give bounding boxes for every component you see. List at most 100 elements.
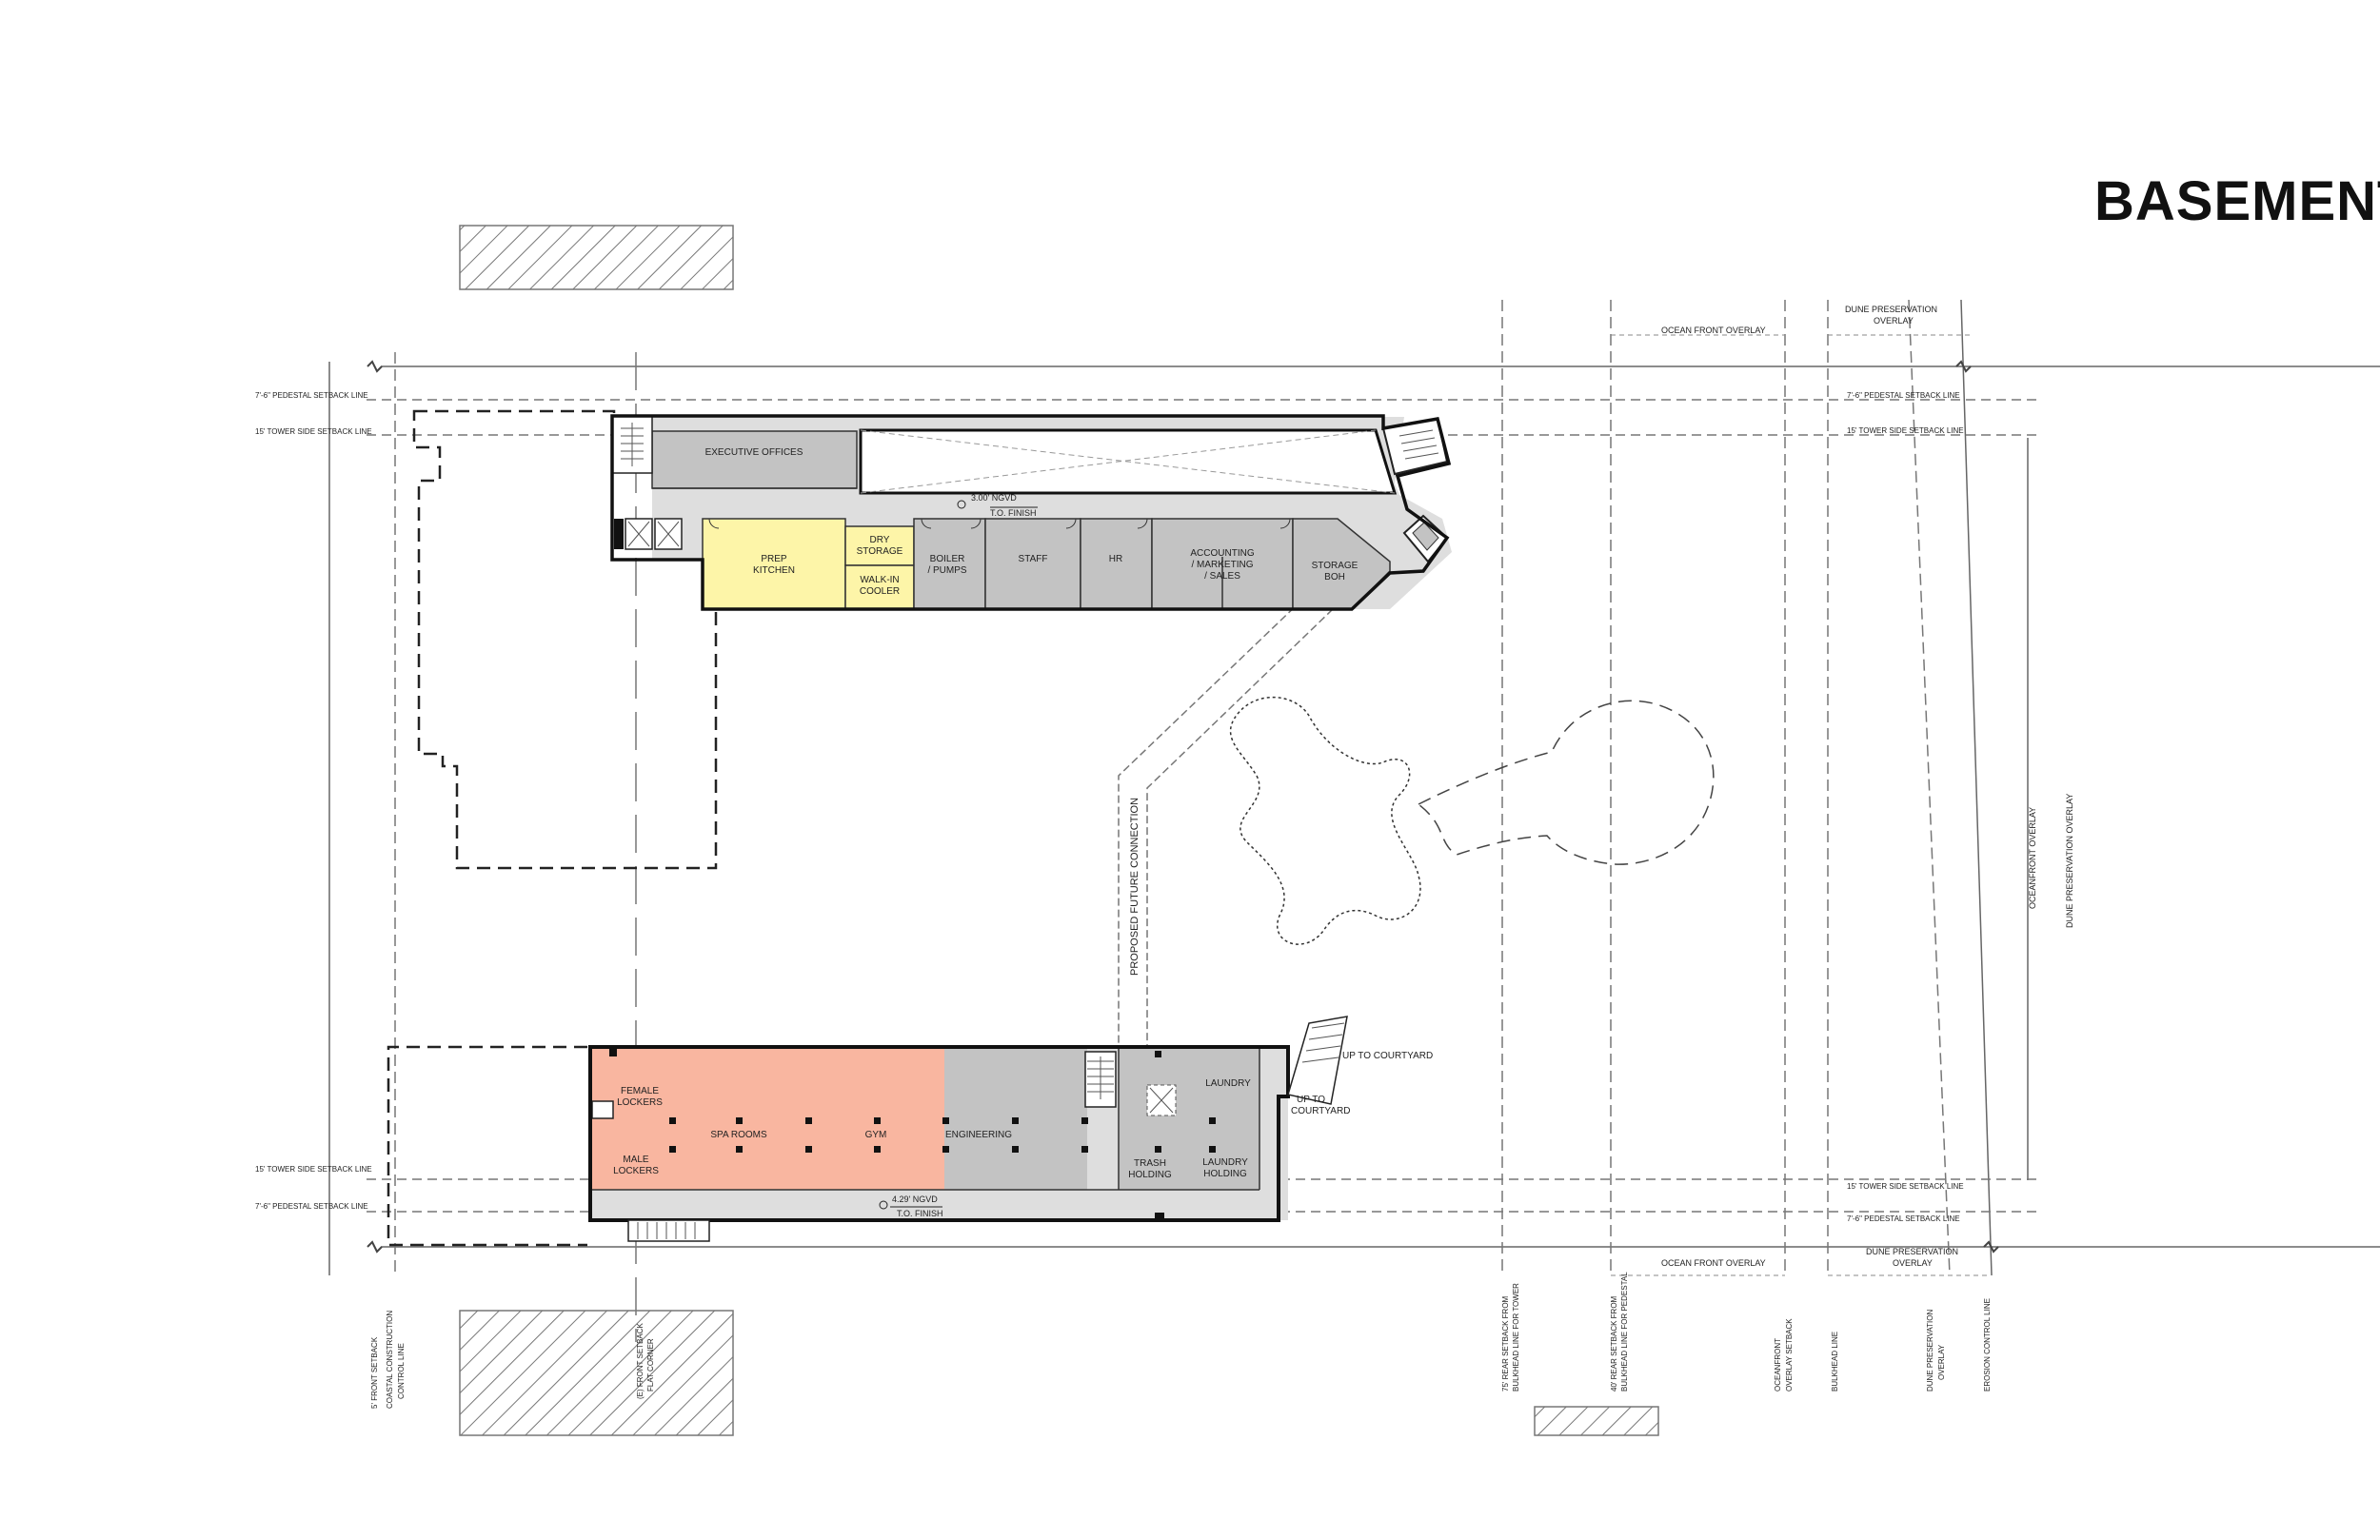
south-nw-column — [609, 1049, 617, 1056]
door-swing — [921, 518, 932, 529]
break-symbol-sw — [367, 1240, 383, 1254]
label-male-lockers-2: LOCKERS — [613, 1166, 659, 1176]
property-lines — [328, 299, 2380, 1276]
south-building: 4.29' NGVD T.O. FINISH FEMALE LOCKERS MA… — [588, 1045, 1290, 1242]
label-up-to-courtyard-inner-2: COURTYARD — [1291, 1106, 1350, 1116]
overlay-dimensions — [1611, 334, 1990, 1276]
column — [1081, 1146, 1088, 1153]
label-prep-kitchen-2: KITCHEN — [753, 565, 795, 576]
label-prep-kitchen-1: PREP — [761, 554, 787, 564]
label-trash-holding-1: TRASH — [1134, 1158, 1166, 1169]
hatched-neighbor-south — [459, 1310, 734, 1436]
label-rear-tower-1: 75' REAR SETBACK FROM — [1501, 1295, 1510, 1392]
label-oceanfront-vertical: OCEANFRONT OVERLAY — [2028, 807, 2037, 909]
label-laundry-holding-2: HOLDING — [1203, 1169, 1247, 1179]
dune-preservation-line — [1908, 299, 1951, 1276]
hatched-neighbor-north — [459, 225, 734, 290]
tread — [1301, 1056, 1339, 1063]
label-storage-boh-2: BOH — [1324, 572, 1345, 582]
label-oceanfront-setback-2: OVERLAY SETBACK — [1785, 1318, 1794, 1392]
label-boiler-1: BOILER — [930, 554, 965, 564]
label-coastal-2: CONTROL LINE — [397, 1343, 406, 1399]
label-walk-in-cooler-1: WALK-IN — [860, 575, 899, 585]
label-female-lockers-1: FEMALE — [621, 1086, 659, 1096]
label-dry-storage-2: STORAGE — [857, 546, 903, 557]
label-spa-rooms: SPA ROOMS — [710, 1130, 767, 1140]
label-dune-bottom-2: OVERLAY — [1893, 1258, 1933, 1268]
column — [736, 1117, 743, 1124]
label-laundry-holding-1: LAUNDRY — [1202, 1157, 1248, 1168]
south-building-sw-stair-treads — [637, 1222, 696, 1239]
label-rear-pedestal-2: BULKHEAD LINE FOR PEDESTAL — [1620, 1272, 1629, 1392]
south-stair-1-treads — [1087, 1056, 1114, 1099]
break-symbol-se — [1983, 1240, 1999, 1254]
label-rear-tower-2: BULKHEAD LINE FOR TOWER — [1512, 1283, 1520, 1392]
open-to-above-diag-1 — [860, 429, 1396, 494]
south-building-sw-stair — [627, 1219, 710, 1242]
hatched-neighbor-east — [1534, 1406, 1659, 1436]
column — [874, 1117, 881, 1124]
tread — [1305, 1045, 1341, 1052]
label-pedestal-right-top: 7'-6" PEDESTAL SETBACK LINE — [1847, 391, 1960, 400]
tread — [1404, 452, 1439, 460]
elevation-marker-north: 3.00' NGVD T.O. FINISH — [957, 493, 1038, 518]
label-accounting-2: / MARKETING — [1191, 560, 1253, 570]
structural-columns — [669, 1051, 1216, 1217]
erosion-control-line — [1960, 299, 1993, 1276]
label-ocean-front-top: OCEAN FRONT OVERLAY — [1661, 326, 1766, 335]
label-tower-left-top: 15' TOWER SIDE SETBACK LINE — [255, 427, 372, 436]
column — [942, 1117, 949, 1124]
room-staff — [984, 518, 1081, 610]
label-dune-top-2: OVERLAY — [1874, 316, 1914, 326]
label-up-to-courtyard-inner-1: UP TO — [1297, 1095, 1325, 1105]
label-staff: STAFF — [1019, 554, 1048, 564]
break-symbol-ne — [1955, 360, 1972, 373]
label-erosion: EROSION CONTROL LINE — [1983, 1298, 1992, 1392]
tread — [1398, 429, 1434, 437]
column — [1081, 1117, 1088, 1124]
room-laundry — [1119, 1049, 1259, 1190]
label-male-lockers-1: MALE — [623, 1155, 649, 1165]
tread — [1402, 444, 1438, 452]
column — [1012, 1146, 1019, 1153]
column — [669, 1146, 676, 1153]
label-oceanfront-setback-1: OCEANFRONT — [1774, 1338, 1782, 1392]
open-to-above-diag-2 — [860, 429, 1377, 494]
west-shaft — [614, 519, 624, 549]
column — [669, 1117, 676, 1124]
label-front-setback: 5' FRONT SETBACK — [370, 1336, 379, 1409]
courtyard-ramp-treads — [1301, 1022, 1345, 1063]
label-flatcorner-2: FLAT CORNER — [646, 1338, 655, 1392]
label-tower-right-top: 15' TOWER SIDE SETBACK LINE — [1847, 426, 1964, 435]
label-storage-boh-1: STORAGE — [1312, 561, 1359, 571]
label-hr: HR — [1109, 554, 1122, 564]
label-trash-holding-2: HOLDING — [1128, 1170, 1172, 1180]
elevation-north-line2: T.O. FINISH — [990, 508, 1037, 518]
column — [1155, 1051, 1161, 1057]
label-dry-storage-1: DRY — [870, 535, 890, 545]
label-engineering: ENGINEERING — [945, 1130, 1012, 1140]
column — [874, 1146, 881, 1153]
tread — [1308, 1034, 1343, 1040]
connection-outline-right — [1146, 608, 1334, 1052]
connection-outline-left — [1118, 599, 1303, 1052]
label-tower-right-bottom: 15' TOWER SIDE SETBACK LINE — [1847, 1182, 1964, 1191]
label-dune-top-1: DUNE PRESERVATION — [1845, 305, 1937, 314]
south-corridor — [592, 1190, 1260, 1218]
door-swing — [708, 518, 720, 529]
label-accounting-3: / SALES — [1204, 571, 1240, 582]
door-swing — [1279, 518, 1291, 529]
landscape-blob — [1229, 696, 1421, 945]
east-stair-treads — [1398, 429, 1439, 460]
label-female-lockers-2: LOCKERS — [617, 1097, 663, 1108]
north-building-outline — [610, 414, 1452, 611]
south-building-outline — [588, 1045, 1290, 1222]
open-to-above — [859, 428, 1398, 495]
label-pedestal-left-top: 7'-6" PEDESTAL SETBACK LINE — [255, 391, 368, 400]
label-boiler-2: / PUMPS — [927, 565, 966, 576]
elevation-marker-south: 4.29' NGVD T.O. FINISH — [879, 1194, 943, 1218]
label-flatcorner-1: (E) FRONT SETBACK — [636, 1322, 645, 1399]
door-swing — [970, 518, 982, 529]
label-laundry: LAUNDRY — [1205, 1078, 1251, 1089]
